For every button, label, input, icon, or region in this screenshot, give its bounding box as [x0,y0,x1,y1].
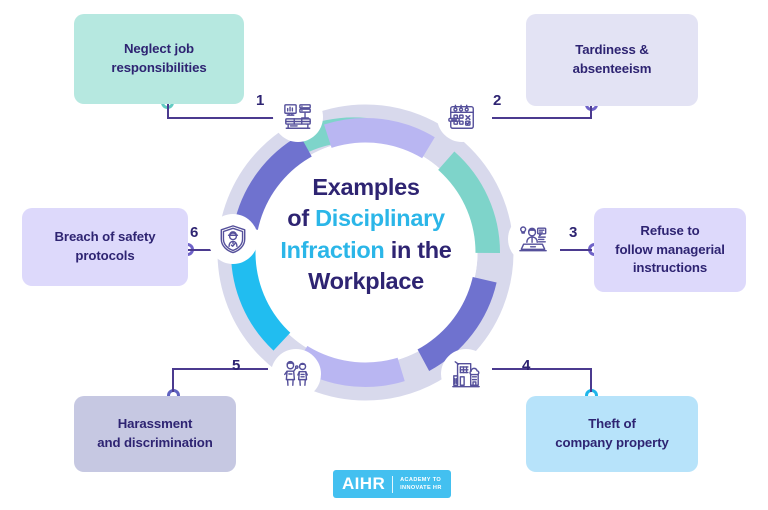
icon-badge-5[interactable] [271,349,321,399]
icon-badge-2[interactable] [437,92,487,142]
connector-line-4 [492,368,592,370]
connector-line-1 [167,117,275,119]
icon-badge-4[interactable] [441,349,491,399]
logo-divider [392,475,394,493]
manager-laptop-icon [519,226,547,252]
title-line-3-suffix: in the [384,236,452,263]
connector-line-6 [187,249,219,251]
item-number-6: 6 [190,224,199,241]
icon-badge-3[interactable] [508,214,558,264]
connector-stem-1 [167,102,169,119]
title-highlight-infraction: Infraction [280,236,385,263]
safety-shield-icon [220,225,246,254]
icon-badge-6[interactable] [208,214,258,264]
title-line-2-prefix: of [287,205,316,232]
connector-stem-5 [172,368,174,392]
page-title: Examples of Disciplinary Infraction in t… [262,172,470,297]
connector-line-5 [172,368,268,370]
item-box-tardiness-absenteeism[interactable]: Tardiness &absenteeism [526,14,698,106]
office-desk-icon [284,104,311,129]
item-number-2: 2 [493,92,502,109]
title-line-4: Workplace [308,267,424,294]
icon-badge-1[interactable] [273,92,323,142]
connector-stem-4 [590,368,592,392]
donut-ring [213,100,518,405]
calendar-attendance-icon [448,104,474,129]
item-number-3: 3 [569,224,578,241]
item-number-4: 4 [522,357,531,374]
two-people-icon [284,361,308,386]
item-label-2: Tardiness &absenteeism [572,42,652,76]
title-line-1: Examples [312,174,420,200]
connector-line-2 [492,117,592,119]
office-building-icon [452,361,480,388]
title-highlight-disciplinary: Disciplinary [315,205,445,232]
logo-wordmark: AIHR [342,474,386,493]
connector-line-3 [560,249,592,251]
connector-stem-2 [590,104,592,119]
item-number-5: 5 [232,357,241,374]
item-number-1: 1 [256,92,265,109]
